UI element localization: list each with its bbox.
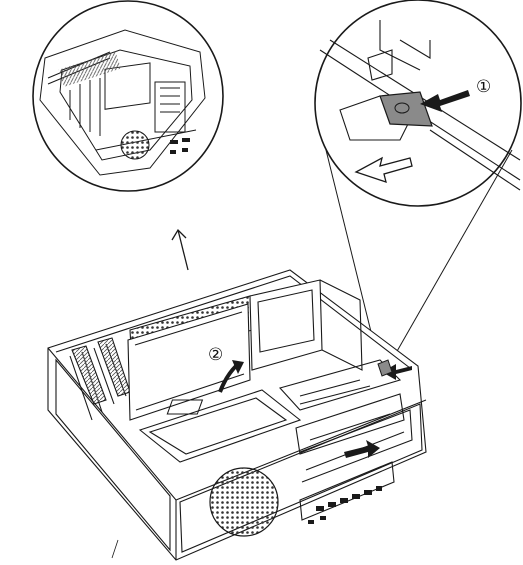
latch-detail-zoom-circle: ① [314,0,522,207]
computer-chassis [47,269,427,561]
step-1-label: ① [476,77,491,97]
rear-interior-zoom-circle [32,0,224,192]
rear-fan-grille-zoom [120,130,150,160]
latch-tab-on-chassis [377,359,393,377]
curved-arrow-up-icon [218,360,244,393]
arrow-right-small-icon [344,440,380,458]
stray-mark [111,539,119,559]
zoom-callout-lines [325,149,513,361]
front-fan-grille [209,467,279,537]
arrow-right-solid-icon [420,90,470,112]
arrow-up-thin-icon [171,228,189,271]
latch-tab [379,91,433,127]
arrow-left-outline-icon [354,156,413,183]
step-2-label: ② [208,345,223,365]
